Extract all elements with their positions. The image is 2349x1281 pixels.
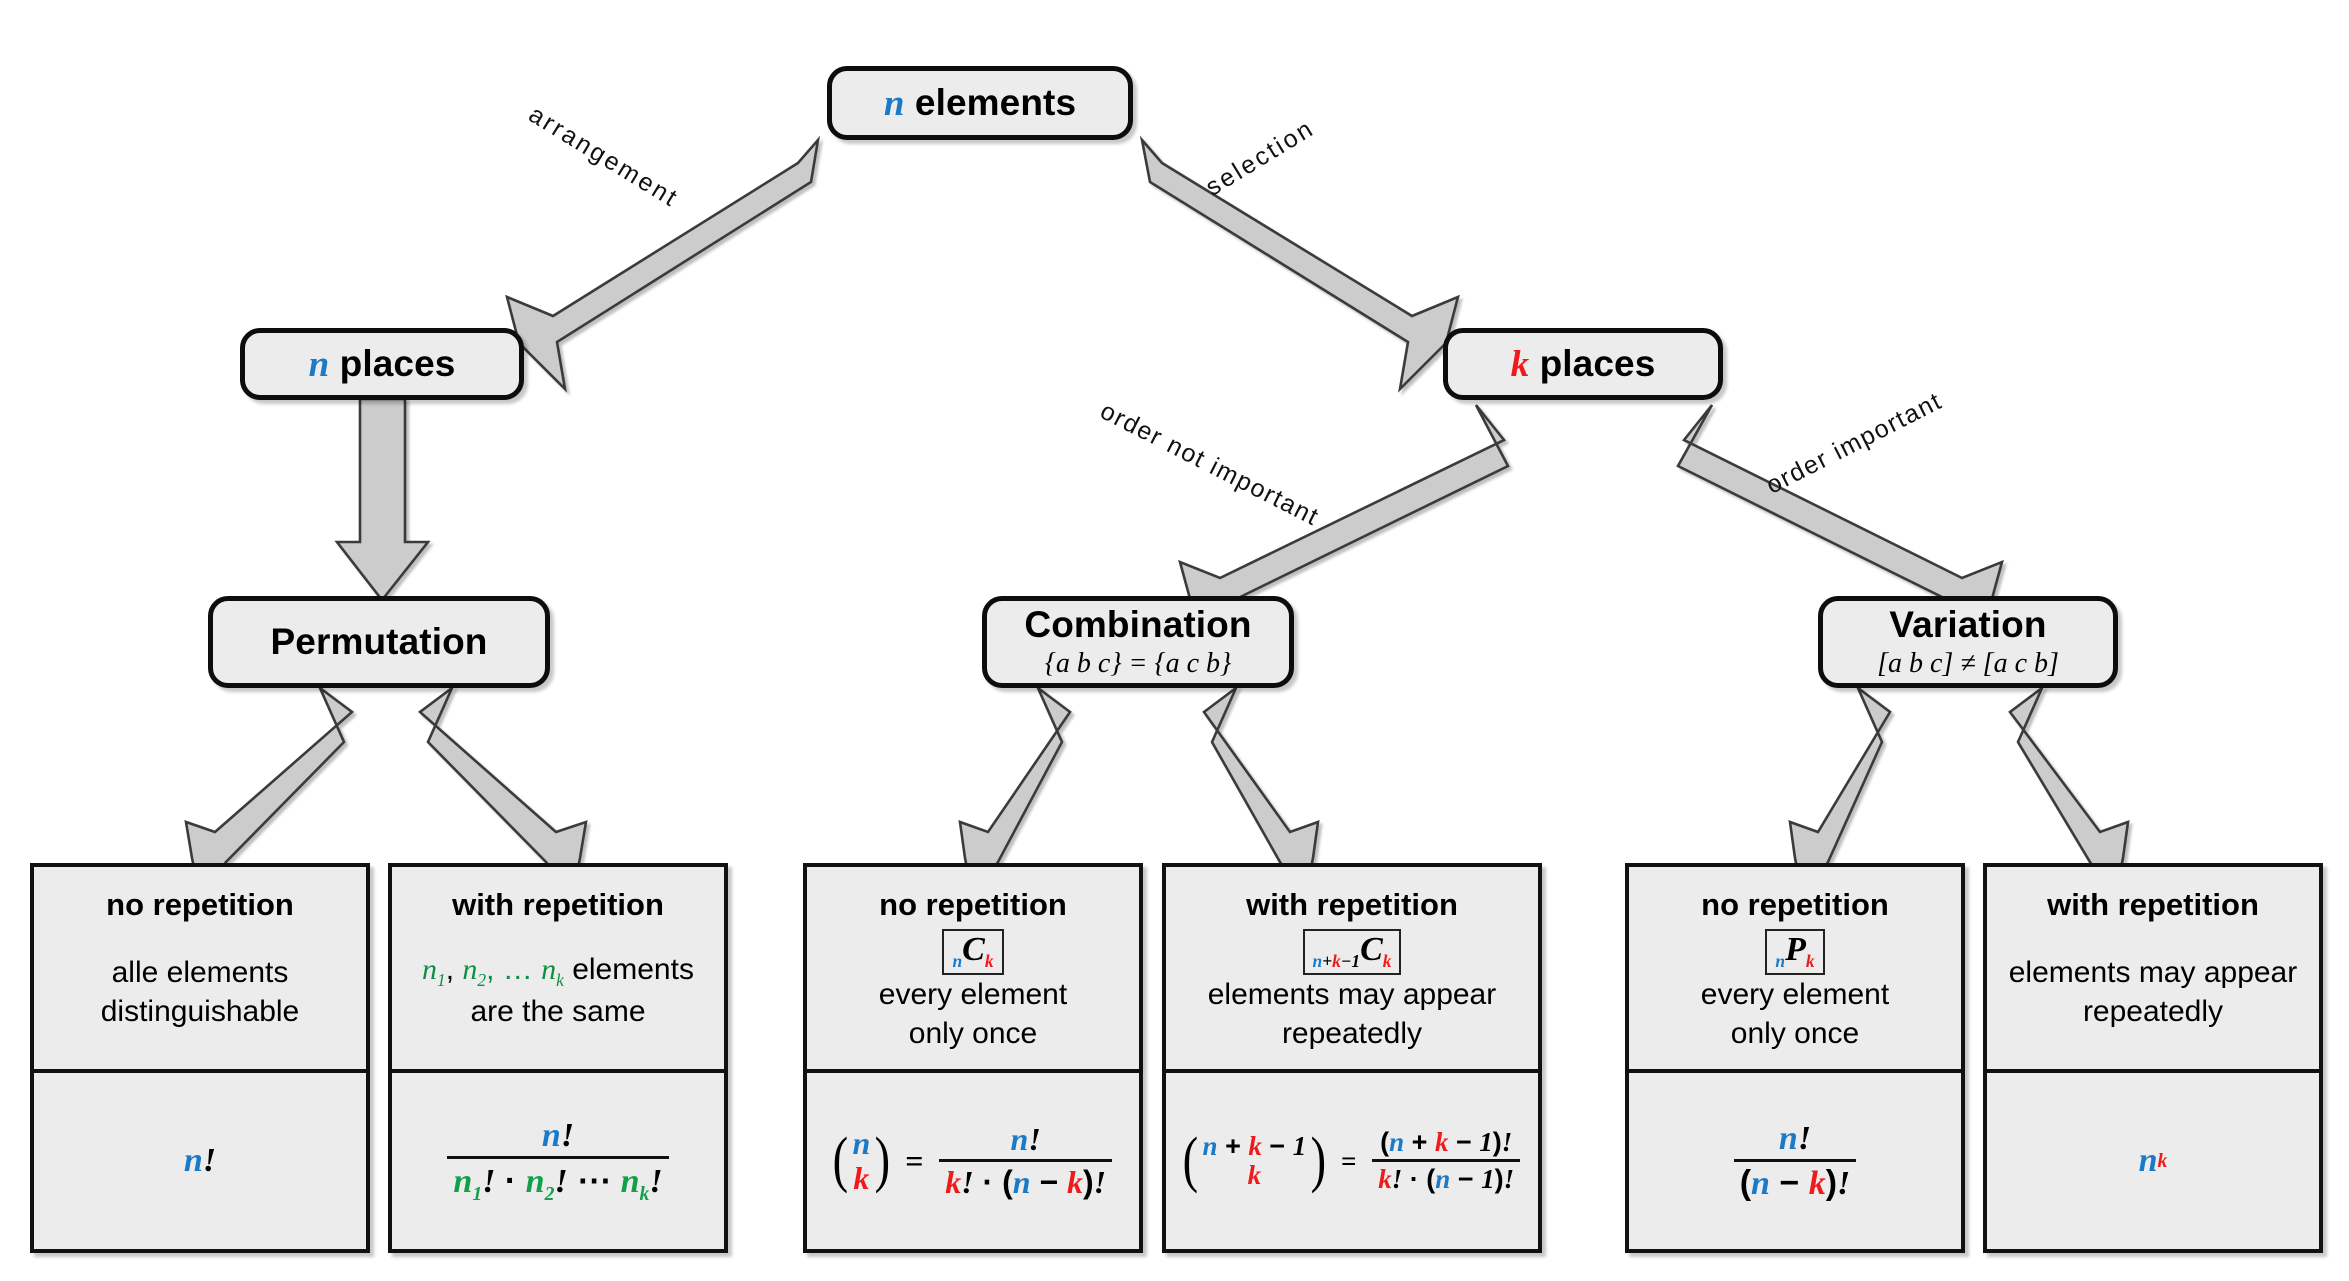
leaf-top-section: with repetition elements may appear repe… — [1987, 867, 2319, 1073]
node-n-places-label: n places — [308, 342, 456, 385]
symbol-equals: = — [904, 1142, 924, 1179]
leaf-variation-no-repetition[interactable]: no repetition nPk every element only onc… — [1625, 863, 1965, 1253]
symbol-equals: = — [1340, 1145, 1357, 1176]
formula-permutation-nk: n! (n − k)! — [1730, 1119, 1861, 1203]
symbol-n1: n1 — [422, 953, 446, 991]
leaf-top-section: no repetition nPk every element only onc… — [1629, 867, 1961, 1073]
leaf-header: with repetition — [2047, 887, 2259, 922]
node-variation-title: Variation — [1889, 604, 2047, 646]
fraction-numerator: n! — [1778, 1120, 1812, 1157]
symbol-k: k — [1510, 343, 1530, 385]
leaf-description: every element only once — [1700, 978, 1890, 1051]
node-n-elements[interactable]: n elements — [827, 66, 1133, 140]
notation-nCk: nCk — [942, 929, 1004, 976]
leaf-combination-with-repetition[interactable]: with repetition n+k−1Ck elements may app… — [1162, 863, 1542, 1253]
leaf-variation-with-repetition[interactable]: with repetition elements may appear repe… — [1983, 863, 2323, 1253]
fraction: n! (n − k)! — [1733, 1119, 1857, 1203]
notation-nPk: nPk — [1765, 929, 1825, 976]
fraction-denominator: (n − k)! — [1733, 1159, 1857, 1203]
fraction-numerator: n! — [541, 1117, 575, 1155]
symbol-n: n — [308, 343, 330, 385]
node-k-places-label: k places — [1510, 342, 1656, 385]
node-k-places[interactable]: k places — [1443, 328, 1723, 400]
node-variation-subtitle: [a b c] ≠ [a c b] — [1877, 647, 2059, 679]
formula-multiset-permutation: n! n1! · n2! ⋯ nk! — [443, 1116, 672, 1206]
node-variation[interactable]: Variation [a b c] ≠ [a c b] — [1818, 596, 2118, 688]
node-combination-subtitle: {a b c} = {a c b} — [1044, 647, 1232, 679]
symbol-n: n — [883, 82, 905, 124]
fraction-denominator: k! · (n − 1)! — [1372, 1159, 1521, 1195]
binomial-n-plus-k-minus-1-k: ( n + k − 1 k ) — [1182, 1126, 1327, 1195]
formula-binomial-coefficient: ( n k ) = n! k! · (n − k)! — [830, 1121, 1116, 1201]
arrow-root-to-k-places — [1139, 135, 1460, 393]
fraction-denominator: k! · (n − k)! — [939, 1159, 1113, 1201]
leaf-description: elements may appear repeatedly — [2008, 956, 2298, 1028]
edge-label-order-important: order important — [1761, 386, 1947, 500]
node-n-places[interactable]: n places — [240, 328, 524, 400]
fraction-denominator: n1! · n2! ⋯ nk! — [447, 1156, 669, 1206]
edge-label-selection: selection — [1200, 113, 1320, 202]
leaf-header: no repetition — [879, 887, 1067, 922]
node-n-elements-label: n elements — [883, 81, 1077, 124]
node-combination-title: Combination — [1024, 604, 1252, 646]
symbol-n2: n2 — [462, 953, 487, 991]
leaf-formula-section: ( n + k − 1 k ) = (n + k − 1)! k! · (n −… — [1166, 1073, 1538, 1249]
leaf-formula-section: ( n k ) = n! k! · (n − k)! — [807, 1073, 1139, 1249]
edge-label-arrangement: arrangement — [523, 100, 684, 214]
formula-n-factorial: n! — [184, 1142, 216, 1180]
leaf-formula-section: n! n1! · n2! ⋯ nk! — [392, 1073, 724, 1249]
fraction: n! n1! · n2! ⋯ nk! — [447, 1116, 669, 1206]
symbol-factorial: ! — [202, 1142, 217, 1179]
leaf-header: no repetition — [1701, 887, 1889, 922]
leaf-top-section: no repetition nCk every element only onc… — [807, 867, 1139, 1073]
leaf-description: elements may appear repeatedly — [1207, 978, 1497, 1051]
leaf-permutation-no-repetition[interactable]: no repetition alle elements distinguisha… — [30, 863, 370, 1253]
edge-label-order-not-important: order not important — [1095, 396, 1324, 532]
node-combination[interactable]: Combination {a b c} = {a c b} — [982, 596, 1294, 688]
leaf-combination-no-repetition[interactable]: no repetition nCk every element only onc… — [803, 863, 1143, 1253]
binomial-nk: ( n k ) — [832, 1125, 891, 1196]
arrow-n-places-to-permutation — [334, 397, 431, 603]
notation-n-plus-k-minus-1-C-k: n+k−1Ck — [1302, 929, 1402, 976]
leaf-header: with repetition — [452, 887, 664, 922]
leaf-formula-section: n! (n − k)! — [1629, 1073, 1961, 1249]
fraction: n! k! · (n − k)! — [939, 1121, 1113, 1201]
symbol-nk: nk — [541, 953, 564, 991]
symbol-n: n — [183, 1142, 203, 1179]
node-permutation-title: Permutation — [270, 621, 488, 663]
leaf-description: alle elements distinguishable — [100, 956, 300, 1028]
leaf-description: every element only once — [878, 978, 1068, 1051]
fraction-numerator: (n + k − 1)! — [1380, 1127, 1513, 1157]
node-permutation[interactable]: Permutation — [208, 596, 550, 688]
fraction: (n + k − 1)! k! · (n − 1)! — [1372, 1127, 1521, 1195]
leaf-top-section: with repetition n+k−1Ck elements may app… — [1166, 867, 1538, 1073]
leaf-formula-section: n! — [34, 1073, 366, 1249]
leaf-top-section: no repetition alle elements distinguisha… — [34, 867, 366, 1073]
formula-multiset-coefficient: ( n + k − 1 k ) = (n + k − 1)! k! · (n −… — [1180, 1127, 1524, 1195]
fraction-numerator: n! — [1010, 1121, 1041, 1157]
leaf-header: no repetition — [106, 887, 294, 922]
leaf-header: with repetition — [1246, 887, 1458, 922]
